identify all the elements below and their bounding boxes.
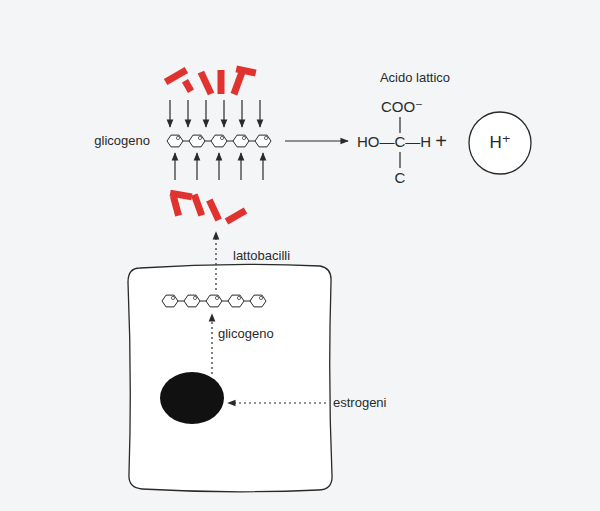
lactobacillus-rod [235,65,256,76]
ring-oxygen [259,296,262,299]
sugar-ring [167,135,183,147]
glycosidic-bond [183,141,189,142]
sugar-ring [250,295,266,307]
lactobacillus-rod [206,199,222,222]
secretion-arrow [215,232,216,290]
ring-oxygen [193,296,196,299]
molecule-label: glicogeno [94,134,150,149]
ring-oxygen [215,296,218,299]
sugar-ring [184,295,200,307]
estrogen-arrow [228,402,326,403]
ring-oxygen [264,136,267,139]
plus-sign: + [435,130,447,153]
arrow-up [218,153,219,180]
glycosidic-bond [227,141,233,142]
sugar-ring [211,135,227,147]
arrow-up [240,153,241,180]
glycosidic-bond [222,301,228,302]
ring-oxygen [171,296,174,299]
synthesis-arrow [211,314,212,374]
glycosidic-bond [200,301,206,302]
glycosidic-bond [205,141,211,142]
formula-group: C [395,169,406,186]
reaction-arrow [285,140,348,141]
molecule-label: glicogeno [218,327,274,342]
arrow-up [174,153,175,180]
sugar-ring [228,295,244,307]
lactobacillus-rod [231,71,246,96]
sugar-ring [162,295,178,307]
ring-oxygen [242,136,245,139]
ring-oxygen [176,136,179,139]
formula-group: COO⁻ [381,98,423,115]
proton-circle: H⁺ [468,111,532,175]
arrow-down [169,100,170,127]
glycogen-chain-cell [162,295,266,307]
lactobacillus-rod [182,79,194,93]
nucleus [160,372,224,424]
lactobacillus-rod [218,70,225,94]
glycosidic-bond [178,301,184,302]
lactobacilli-top [164,65,257,95]
arrow-down [205,100,206,127]
hormone-label: estrogeni [333,396,386,411]
sugar-ring [206,295,222,307]
cell-body [128,264,332,491]
lactobacillus-rod [225,207,248,224]
lactobacillus-rod [191,193,205,216]
arrow-down [223,100,224,127]
ring-oxygen [198,136,201,139]
glycogen-chain-top [167,135,271,147]
lactobacilli-bottom [170,190,248,225]
ion-label: H⁺ [489,133,510,153]
arrow-down [259,100,260,127]
sugar-ring [255,135,271,147]
arrow-up [196,153,197,180]
ring-oxygen [237,296,240,299]
arrow-down [241,100,242,127]
cell-membrane [128,264,332,491]
formula-bond [399,152,400,168]
formula-group: HO—C—H [357,133,431,150]
lactobacillus-rod [198,71,214,96]
ring-oxygen [220,136,223,139]
arrow-down [187,100,188,127]
arrow-up [262,153,263,180]
sugar-ring [233,135,249,147]
organism-label: lattobacilli [233,249,290,264]
sugar-ring [189,135,205,147]
cell-outline [126,260,336,496]
circle-border [469,112,531,174]
product-label: Acido lattico [380,71,450,86]
glycosidic-bond [244,301,250,302]
glycosidic-bond [249,141,255,142]
epithelial-cell: glicogeno [126,260,336,496]
lactobacillus-rod [170,195,182,216]
formula-bond [399,117,400,133]
